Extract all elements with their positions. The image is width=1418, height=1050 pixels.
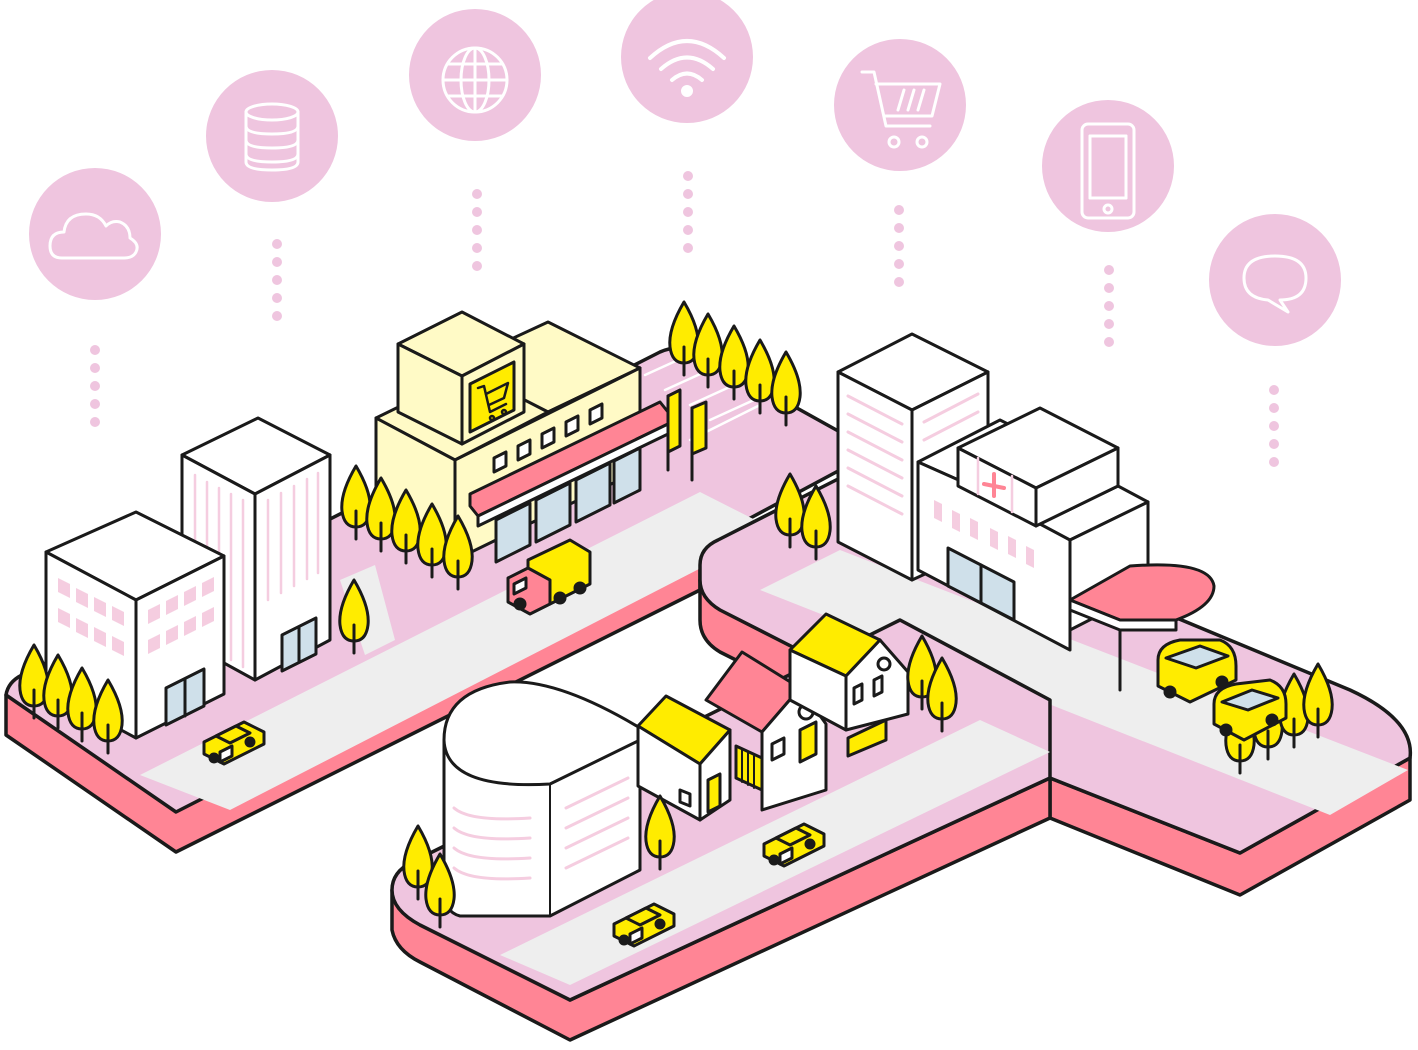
house (788, 612, 910, 758)
cart-sign-icon (476, 381, 510, 422)
office-tower (180, 416, 332, 682)
house (636, 694, 732, 822)
cloud-service (29, 168, 161, 427)
taxi-car (202, 720, 266, 766)
hospital-canopy (1068, 563, 1216, 622)
database-service (206, 70, 338, 321)
curved-building (442, 680, 642, 918)
trees-residential (402, 634, 958, 929)
mobile-service (1042, 100, 1174, 347)
residential-district (402, 612, 958, 948)
delivery-truck (506, 538, 592, 616)
chat-service (1209, 214, 1341, 467)
taxi-car (612, 902, 676, 948)
database-icon (244, 102, 300, 172)
wifi-service (621, 0, 753, 253)
office-district (18, 416, 370, 766)
shopping-cart-icon (860, 70, 942, 149)
trees-supermarket (340, 300, 802, 591)
internet-service (409, 9, 541, 271)
shopping-service (834, 39, 966, 287)
road-left (140, 492, 775, 810)
smartphone-icon (1080, 122, 1136, 220)
minibus (1156, 638, 1238, 704)
taxi-car (762, 822, 826, 868)
cloud-icon (48, 212, 139, 260)
service-icons (29, 0, 1341, 467)
flags (666, 388, 708, 482)
hospital-district (774, 332, 1334, 775)
wifi-icon (648, 39, 726, 97)
platform-bottom-side (390, 776, 1052, 1042)
supermarket-district (340, 300, 802, 616)
chat-bubble-icon (1242, 254, 1308, 314)
medical-cross-icon (982, 472, 1006, 498)
supermarket-sign (396, 310, 526, 446)
globe-icon (441, 46, 509, 114)
minibus (1212, 678, 1288, 742)
trees-office (18, 578, 370, 755)
